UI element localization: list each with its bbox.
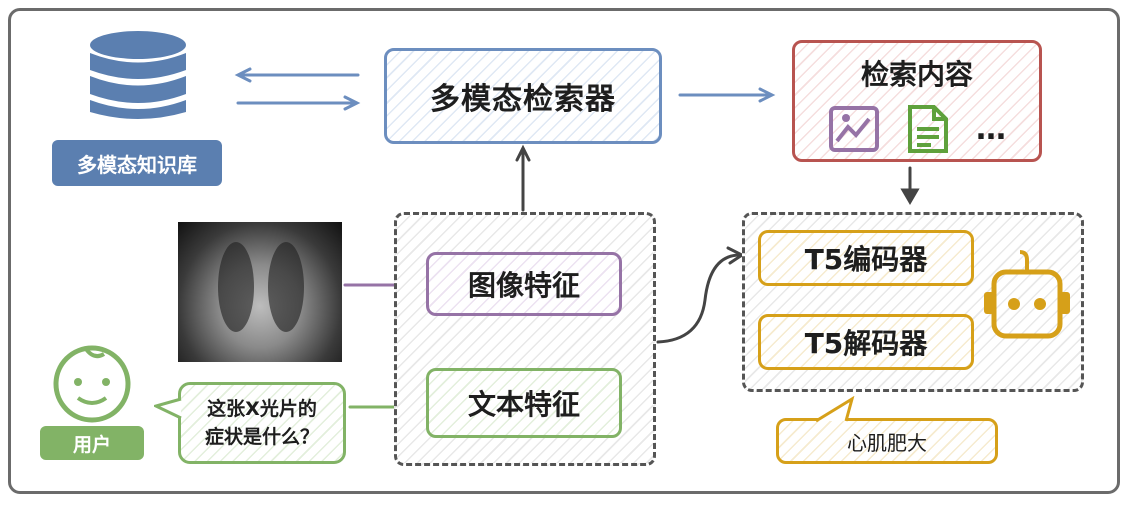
t5-encoder-label: T5编码器 bbox=[804, 243, 928, 276]
image-icon bbox=[829, 106, 879, 152]
robot-icon bbox=[984, 250, 1070, 339]
knowledge-base-label: 多模态知识库 bbox=[52, 140, 222, 186]
output-text: 心肌肥大 bbox=[847, 430, 927, 455]
question-bubble: 这张X光片的 症状是什么？ bbox=[178, 382, 346, 464]
user-label: 用户 bbox=[40, 426, 144, 460]
image-feature-label: 图像特征 bbox=[467, 269, 580, 302]
retriever-label: 多模态检索器 bbox=[430, 82, 616, 117]
t5-encoder-box: T5编码器 bbox=[758, 230, 974, 286]
xray-image bbox=[178, 222, 342, 362]
t5-decoder-box: T5解码器 bbox=[758, 314, 974, 370]
retriever-box: 多模态检索器 bbox=[384, 48, 662, 144]
user-face-icon bbox=[53, 345, 131, 423]
image-feature-box: 图像特征 bbox=[426, 252, 622, 316]
question-bubble-tail bbox=[154, 397, 182, 420]
t5-decoder-label: T5解码器 bbox=[804, 327, 928, 360]
ellipsis-icon: … bbox=[976, 111, 1006, 147]
question-line-1: 这张X光片的 bbox=[207, 398, 317, 420]
retrieved-content-box: 检索内容 … bbox=[792, 40, 1042, 162]
text-feature-label: 文本特征 bbox=[467, 388, 580, 421]
question-line-2: 症状是什么？ bbox=[204, 426, 319, 448]
document-icon bbox=[908, 105, 948, 153]
output-bubble-tail bbox=[815, 396, 855, 422]
output-bubble: 心肌肥大 bbox=[776, 418, 998, 464]
text-feature-box: 文本特征 bbox=[426, 368, 622, 438]
retrieved-content-title: 检索内容 bbox=[860, 58, 973, 91]
